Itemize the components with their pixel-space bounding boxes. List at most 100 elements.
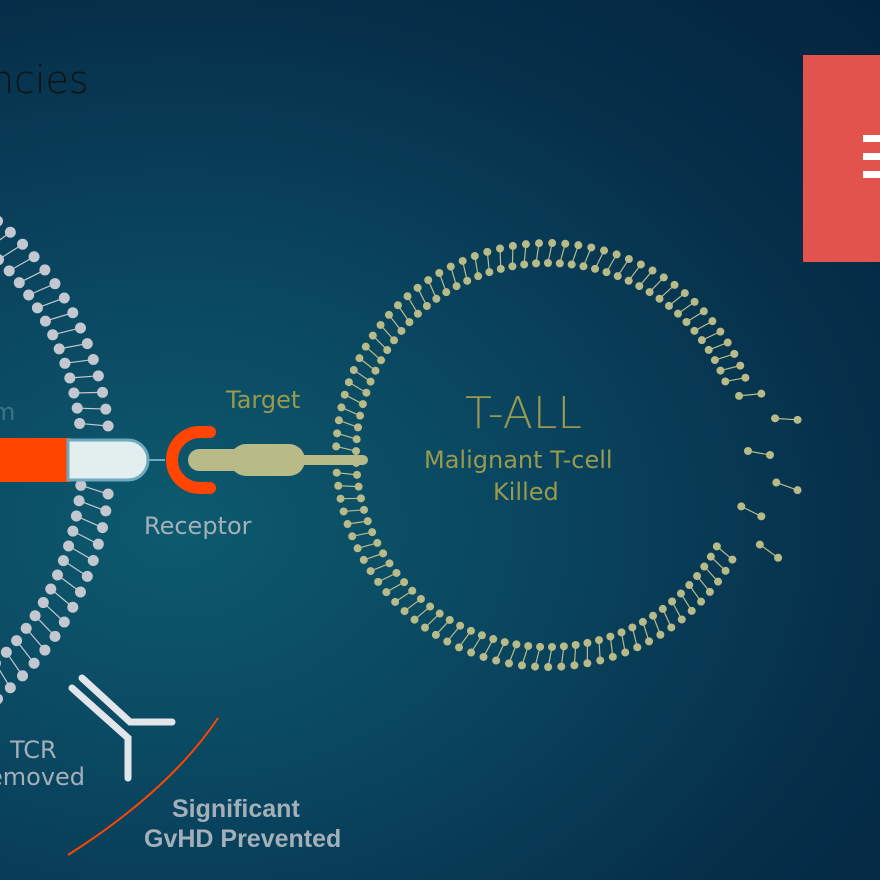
lipid-head: [676, 589, 685, 598]
lipid-head: [624, 255, 633, 264]
lipid-head: [356, 411, 365, 420]
lipid-head: [685, 581, 694, 590]
lipid-head: [74, 322, 86, 334]
lipid-head: [373, 538, 382, 547]
t-all-title: T-ALL: [465, 388, 582, 439]
lipid-head: [333, 429, 342, 438]
lipid-head: [668, 597, 677, 606]
lipid-head: [555, 259, 564, 268]
lipid-head: [596, 656, 605, 665]
lipid-head: [28, 657, 40, 669]
lipid-head: [463, 276, 472, 285]
lipid-head: [547, 642, 556, 651]
lipid-head: [97, 522, 109, 534]
lipid-head: [612, 250, 621, 259]
lipid-head: [736, 361, 745, 370]
lipid-head: [693, 572, 702, 581]
lipid-head: [624, 276, 633, 285]
lipid-head: [102, 488, 114, 500]
lipid-head: [712, 542, 721, 551]
lipid-head: [73, 495, 85, 507]
lipid-head: [0, 694, 4, 704]
lipid-head: [517, 661, 526, 670]
lipid-head: [67, 307, 79, 319]
lipid-head: [366, 377, 375, 386]
lipid-head: [0, 646, 12, 658]
lipid-head: [559, 642, 568, 651]
lipid-head: [102, 420, 114, 432]
lipid-head: [699, 307, 708, 316]
lipid-head: [687, 606, 696, 615]
lipid-head: [628, 623, 637, 632]
lipid-head: [349, 366, 358, 375]
lipid-head: [531, 662, 540, 671]
lipid-head: [458, 256, 467, 265]
lipid-head: [382, 588, 391, 597]
lipid-head: [705, 587, 714, 596]
lipid-head: [716, 327, 725, 336]
lipid-head: [443, 637, 452, 646]
lipid-head: [63, 540, 75, 552]
lipid-head: [766, 451, 774, 459]
lipid-head: [81, 338, 93, 350]
car-t-cell-membrane: [0, 216, 114, 704]
lipid-head: [371, 366, 380, 375]
lipid-head: [690, 297, 699, 306]
lipid-head: [608, 652, 617, 661]
lipid-head: [353, 544, 362, 553]
lipid-head: [368, 331, 377, 340]
lipid-head: [67, 601, 79, 613]
lipid-head: [352, 447, 361, 456]
lipid-head: [757, 389, 766, 398]
lipid-head: [53, 343, 65, 355]
lipid-head: [757, 512, 766, 521]
menu-button[interactable]: [803, 55, 880, 262]
lipid-head: [591, 264, 600, 273]
lipid-head: [426, 602, 435, 611]
lipid-head: [583, 659, 592, 668]
t-all-subtitle: Malignant T-cell: [424, 446, 613, 474]
receptor-label: Receptor: [144, 512, 252, 540]
lipid-head: [532, 259, 541, 268]
lipid-head: [548, 239, 557, 248]
lipid-head: [334, 481, 343, 490]
lipid-head: [29, 610, 41, 622]
lipid-head: [700, 562, 709, 571]
t-all-cell-membrane: [332, 239, 802, 671]
lipid-head: [58, 616, 70, 628]
lipid-head: [723, 338, 732, 347]
lipid-head: [435, 268, 444, 277]
lipid-head: [728, 555, 737, 564]
lipid-head: [602, 268, 611, 277]
lipid-head: [479, 652, 488, 661]
lipid-head: [45, 583, 57, 595]
lipid-head: [594, 636, 603, 645]
lipid-head: [413, 309, 422, 318]
lipid-head: [477, 631, 486, 640]
divider-arc: [67, 717, 219, 856]
lipid-head: [20, 622, 32, 634]
lipid-head: [645, 288, 654, 297]
lipid-head: [561, 239, 570, 248]
lipid-head: [390, 336, 399, 345]
lipid-head: [470, 252, 479, 261]
lipid-head: [81, 570, 93, 582]
tcr-removed-icon: [68, 674, 176, 782]
lipid-head: [363, 517, 372, 526]
lipid-head: [361, 342, 370, 351]
lipid-head: [467, 648, 476, 657]
lipid-head: [391, 597, 400, 606]
lipid-head: [512, 640, 521, 649]
lipid-head: [334, 416, 343, 425]
lipid-head: [587, 243, 596, 252]
lipid-head: [635, 282, 644, 291]
lipid-head: [11, 635, 23, 647]
lipid-head: [504, 659, 513, 668]
lipid-head: [452, 282, 461, 291]
t-all-status: Killed: [493, 478, 559, 506]
lipid-head: [379, 549, 388, 558]
lipid-head: [492, 656, 501, 665]
lipid-head: [356, 494, 365, 503]
lipid-head: [392, 568, 401, 577]
